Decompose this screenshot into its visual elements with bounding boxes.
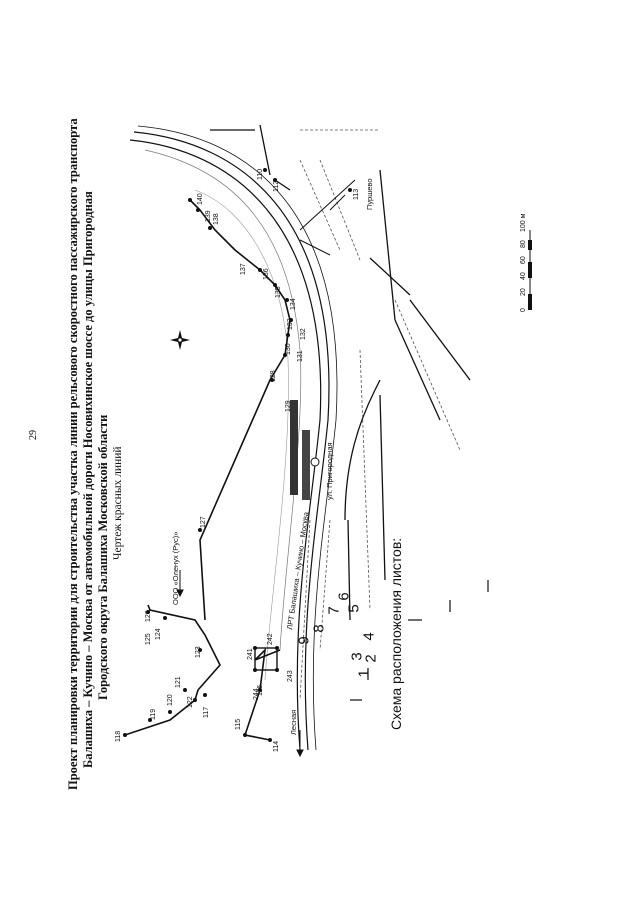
company-label: ООО «Оленух (Рус)» — [171, 532, 180, 605]
pt-133: 133 — [287, 318, 294, 330]
pt-137: 137 — [240, 263, 247, 275]
compass-rose-icon — [170, 330, 190, 350]
sheet-4: 4 — [360, 632, 378, 641]
pt-124: 124 — [155, 628, 162, 640]
scale-tick-20: 20 — [520, 288, 527, 296]
pt-243: 243 — [287, 670, 294, 682]
pt-140: 140 — [197, 193, 204, 205]
pt-139: 139 — [205, 210, 212, 222]
pt-117: 117 — [203, 707, 210, 718]
station-marker-icon — [310, 457, 320, 467]
dashed-lines — [299, 129, 461, 701]
pt-131: 131 — [297, 350, 304, 362]
sheet-7: 7 — [325, 606, 343, 615]
pt-116: 116 — [257, 685, 264, 696]
pt-120: 120 — [167, 694, 174, 706]
point-markers — [123, 168, 352, 742]
pt-130: 130 — [285, 343, 292, 355]
sheet-6: 6 — [335, 592, 353, 601]
pt-134: 134 — [290, 298, 297, 310]
fence — [299, 179, 356, 256]
pt-129: 129 — [285, 400, 292, 412]
street-label: ул. Пригородная — [325, 442, 334, 500]
sheet-scheme-label: Схема расположения листов: — [388, 537, 404, 730]
sheet-8: 8 — [310, 624, 328, 633]
sheet-scheme-lines — [350, 580, 489, 701]
red-line-boundary — [124, 199, 291, 741]
sheet-1: 1 — [355, 669, 373, 678]
pt-121: 121 — [175, 676, 182, 688]
pt-110: 110 — [257, 169, 264, 180]
direction-arrows — [176, 570, 304, 758]
scale-tick-60: 60 — [520, 256, 527, 264]
pt-241: 241 — [247, 648, 254, 660]
pt-122: 122 — [187, 696, 194, 708]
sheet-3: 3 — [348, 652, 366, 661]
pt-128: 128 — [270, 370, 277, 382]
pt-123: 123 — [195, 646, 202, 658]
pt-136: 136 — [263, 268, 270, 280]
road-outlines — [210, 124, 471, 621]
street2-label: Пуршево — [365, 179, 374, 211]
scale-tick-80: 80 — [520, 240, 527, 248]
plot-square — [254, 647, 278, 671]
platform-1 — [290, 400, 298, 495]
pt-113: 113 — [353, 189, 360, 200]
pt-112: 112 — [273, 181, 280, 192]
scale-tick-40: 40 — [520, 272, 527, 280]
scale-bar: 0 20 40 60 80 100 м — [520, 213, 532, 312]
pt-138: 138 — [213, 213, 220, 225]
pt-132: 132 — [300, 328, 307, 340]
scale-tick-100: 100 м — [520, 213, 527, 232]
pt-135: 135 — [275, 286, 282, 298]
rail-line-label: ЛРТ Балашиха – Кучино – Москва — [285, 511, 311, 631]
pt-126: 126 — [145, 610, 152, 622]
pt-127: 127 — [200, 516, 207, 528]
pt-114: 114 — [273, 741, 280, 752]
sheet-9: 9 — [295, 636, 313, 645]
pt-242: 242 — [267, 633, 274, 645]
pt-118: 118 — [115, 731, 122, 742]
scale-tick-0: 0 — [520, 308, 527, 312]
pt-244: 244 — [253, 688, 260, 700]
pt-115: 115 — [235, 719, 242, 730]
point-labels: 114 115 116 117 118 119 120 121 122 123 … — [115, 169, 360, 752]
pt-119: 119 — [150, 709, 157, 720]
rail-track — [129, 125, 338, 751]
pt-125: 125 — [145, 633, 152, 645]
platform-2 — [302, 430, 310, 500]
street3-label: Лесная — [289, 710, 298, 735]
sheet-5: 5 — [345, 604, 363, 613]
